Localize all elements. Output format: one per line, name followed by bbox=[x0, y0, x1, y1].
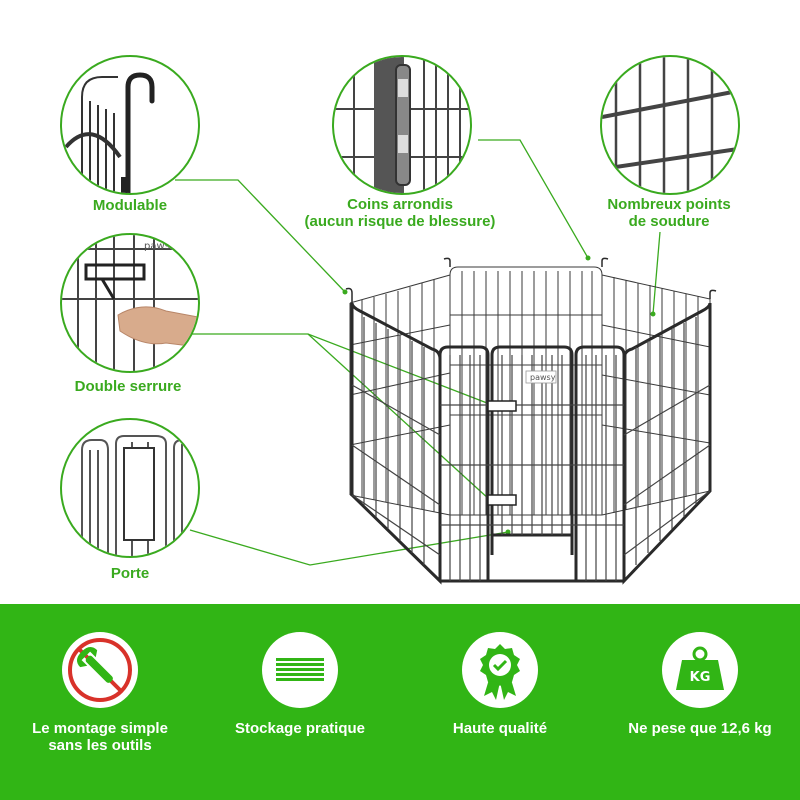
rounded-corner-detail-image bbox=[332, 55, 472, 195]
brand-tag: pawsy bbox=[530, 373, 556, 382]
quality-badge-icon bbox=[462, 632, 538, 708]
feature-no-tools: Le montage simple sans les outils bbox=[0, 604, 200, 800]
hook-detail-image bbox=[60, 55, 200, 195]
pet-playpen-image: pawsy bbox=[345, 257, 717, 585]
weight-icon: KG bbox=[662, 632, 738, 708]
feature-weight-text: Ne pese que 12,6 kg bbox=[628, 720, 772, 737]
feature-storage: Stockage pratique bbox=[200, 604, 400, 800]
svg-text:paws: paws bbox=[144, 241, 170, 252]
feature-storage-text: Stockage pratique bbox=[234, 720, 366, 737]
feature-weight: KG Ne pese que 12,6 kg bbox=[600, 604, 800, 800]
feature-no-tools-text: Le montage simple sans les outils bbox=[32, 720, 168, 754]
feature-quality: Haute qualité bbox=[400, 604, 600, 800]
rounded-corners-label: Coins arrondis (aucun risque de blessure… bbox=[304, 196, 496, 230]
double-lock-detail-image: paws bbox=[60, 233, 200, 373]
feature-quality-text: Haute qualité bbox=[452, 720, 548, 737]
weight-unit-label: KG bbox=[690, 670, 711, 685]
door-label: Porte bbox=[110, 565, 150, 582]
no-tools-icon bbox=[62, 632, 138, 708]
product-illustration: Modulable Coins arrondis (aucun risque d… bbox=[60, 55, 740, 585]
double-lock-label: Double serrure bbox=[74, 378, 182, 395]
modulable-label: Modulable bbox=[92, 197, 168, 214]
welding-detail-image bbox=[600, 55, 740, 195]
door-detail-image bbox=[60, 418, 200, 558]
storage-icon bbox=[262, 632, 338, 708]
welding-points-label: Nombreux points de soudure bbox=[607, 196, 731, 230]
features-band: Le montage simple sans les outils Stocka… bbox=[0, 604, 800, 800]
